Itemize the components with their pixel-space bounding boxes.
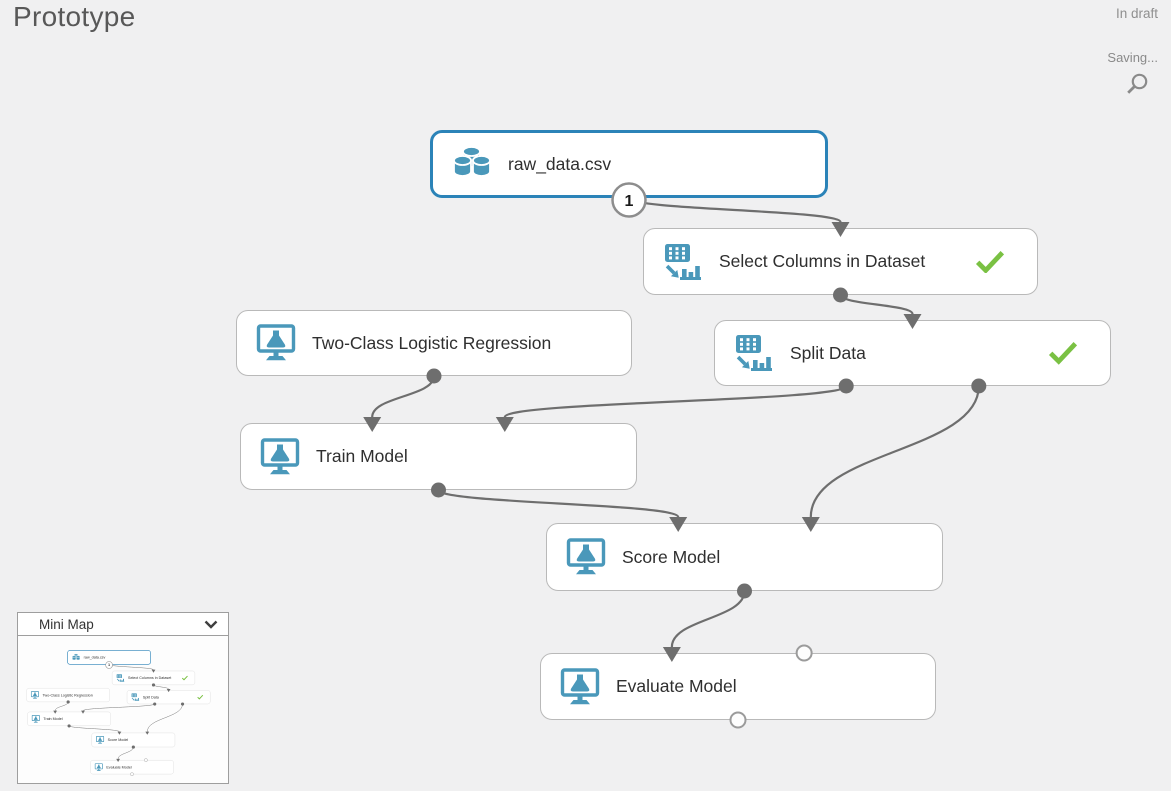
input-port bbox=[144, 758, 148, 762]
output-port bbox=[130, 772, 134, 776]
transform-icon bbox=[736, 335, 772, 371]
success-check-icon bbox=[181, 675, 188, 681]
input-port bbox=[117, 731, 122, 735]
ml-module-icon bbox=[94, 763, 103, 771]
dataset-icon bbox=[72, 653, 81, 661]
input-port bbox=[81, 710, 85, 714]
success-check-icon bbox=[1048, 342, 1078, 365]
saving-indicator: Saving... bbox=[1107, 50, 1158, 65]
node-select-columns: Select Columns in Dataset bbox=[112, 670, 195, 685]
node-label: Two-Class Logistic Regression bbox=[312, 332, 552, 353]
output-port bbox=[67, 724, 71, 728]
connection-edge bbox=[153, 684, 169, 690]
node-train-model: Train Model bbox=[27, 711, 111, 726]
node-label: raw_data.csv bbox=[508, 153, 612, 174]
transform-icon bbox=[665, 243, 701, 280]
node-label: Train Model bbox=[43, 716, 63, 721]
search-icon[interactable] bbox=[1125, 72, 1149, 96]
node-select-columns[interactable]: Select Columns in Dataset bbox=[643, 228, 1038, 295]
connection-edge[interactable] bbox=[839, 293, 914, 316]
input-port bbox=[166, 688, 171, 693]
node-label: Two-Class Logistic Regression bbox=[42, 692, 93, 698]
connection-edge bbox=[147, 703, 183, 732]
node-split-data: Split Data bbox=[126, 690, 211, 705]
ml-module-icon bbox=[256, 324, 296, 361]
node-raw-data[interactable]: raw_data.csv bbox=[430, 130, 828, 198]
node-label: Split Data bbox=[790, 342, 866, 363]
ml-module-icon bbox=[31, 714, 40, 723]
input-port bbox=[116, 758, 120, 763]
connection-edge[interactable] bbox=[437, 488, 680, 519]
node-evaluate-model[interactable]: Evaluate Model bbox=[540, 653, 936, 720]
transform-icon bbox=[131, 693, 140, 701]
node-two-class-logistic-regression[interactable]: Two-Class Logistic Regression bbox=[236, 310, 632, 376]
connection-edge[interactable] bbox=[503, 384, 848, 419]
output-port bbox=[66, 700, 70, 704]
input-port bbox=[53, 710, 58, 714]
node-split-data[interactable]: Split Data bbox=[714, 320, 1111, 386]
success-check-icon bbox=[197, 694, 204, 700]
minimap-scaled-view: raw_data.csv Select Columns in Dataset T… bbox=[18, 636, 223, 783]
minimap-panel: Mini Map raw_data.csv Select Colum bbox=[17, 612, 229, 784]
output-port bbox=[151, 683, 156, 687]
input-port bbox=[151, 669, 156, 673]
node-train-model[interactable]: Train Model bbox=[240, 423, 637, 490]
ml-module-icon bbox=[260, 437, 300, 474]
connection-edge[interactable] bbox=[670, 589, 746, 649]
page-title[interactable]: Prototype bbox=[13, 1, 136, 32]
ml-module-icon bbox=[566, 538, 606, 575]
node-score-model: Score Model bbox=[91, 732, 176, 748]
ml-module-icon bbox=[30, 691, 39, 699]
ml-module-icon bbox=[560, 667, 600, 704]
node-label: Select Columns in Dataset bbox=[127, 675, 172, 680]
input-port bbox=[145, 731, 150, 735]
connection-edge[interactable] bbox=[809, 384, 980, 519]
minimap-header[interactable]: Mini Map bbox=[18, 613, 228, 636]
output-port-badge-label: 1 bbox=[108, 663, 110, 667]
output-port bbox=[180, 702, 185, 706]
output-port bbox=[153, 702, 157, 706]
connection-edge bbox=[82, 703, 155, 711]
node-label: Select Columns in Dataset bbox=[719, 251, 926, 271]
node-label: Train Model bbox=[316, 446, 408, 466]
output-port-badge bbox=[105, 661, 113, 669]
connection-edge bbox=[68, 725, 120, 732]
connection-edge bbox=[108, 664, 154, 670]
success-check-icon bbox=[975, 250, 1005, 274]
chevron-down-icon[interactable] bbox=[204, 620, 218, 629]
node-label: raw_data.csv bbox=[83, 655, 106, 660]
connection-edge[interactable] bbox=[627, 196, 842, 224]
ml-module-icon bbox=[96, 736, 105, 744]
node-label: Split Data bbox=[142, 694, 159, 700]
node-label: Score Model bbox=[622, 546, 721, 567]
connection-edge bbox=[54, 701, 69, 711]
status-badge: In draft bbox=[1115, 6, 1158, 21]
node-label: Score Model bbox=[107, 737, 129, 742]
node-evaluate-model: Evaluate Model bbox=[90, 760, 174, 775]
connection-edge bbox=[117, 746, 134, 760]
node-raw-data: raw_data.csv bbox=[67, 650, 151, 665]
node-label: Evaluate Model bbox=[616, 676, 737, 696]
connections-layer: 1 bbox=[53, 661, 185, 776]
dataset-icon bbox=[453, 146, 491, 177]
node-label: Evaluate Model bbox=[106, 764, 132, 770]
output-port bbox=[131, 745, 135, 749]
connection-edge[interactable] bbox=[371, 374, 436, 419]
minimap-title: Mini Map bbox=[39, 616, 94, 632]
node-two-class-logistic-regression: Two-Class Logistic Regression bbox=[26, 688, 110, 702]
transform-icon bbox=[116, 674, 125, 682]
node-score-model[interactable]: Score Model bbox=[546, 523, 943, 591]
minimap-content[interactable]: raw_data.csv Select Columns in Dataset T… bbox=[18, 636, 228, 783]
